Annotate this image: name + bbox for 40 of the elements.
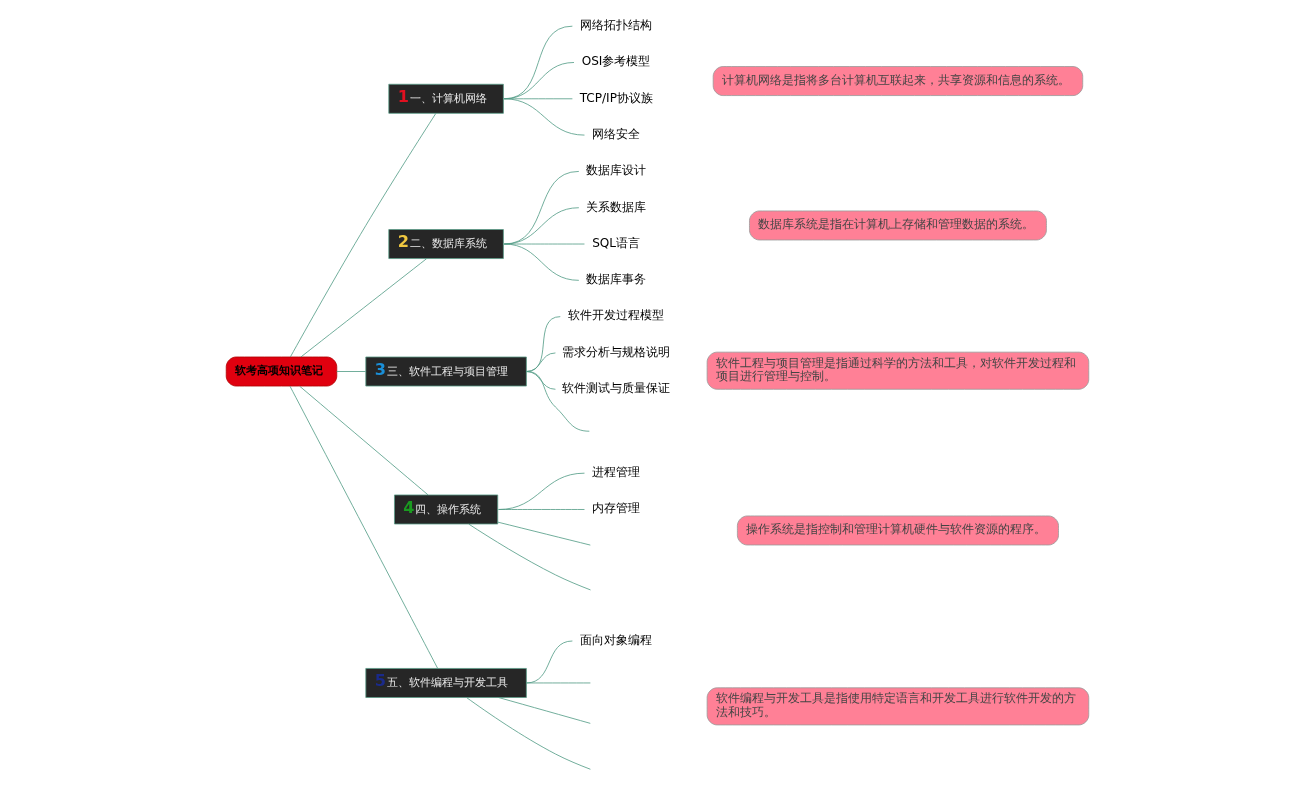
- node-text: 关系数据库: [585, 199, 646, 214]
- connector: [497, 509, 585, 510]
- node-text: 网络拓扑结构: [579, 18, 652, 32]
- node-text: SQL语言: [591, 235, 640, 250]
- node-text: 数据库设计: [585, 163, 646, 178]
- node-box: 操作系统是指控制和管理计算机硬件与软件资源的程序。: [736, 515, 1059, 546]
- node-box: 3三、软件工程与项目管理: [364, 356, 527, 387]
- node-text: TCP/IP协议族: [579, 90, 653, 105]
- node-text: 需求分析与规格说明: [561, 344, 670, 359]
- connector: [465, 697, 591, 770]
- node-box: 软考高项知识笔记: [225, 356, 337, 387]
- node-box: 5五、软件编程与开发工具: [364, 668, 527, 698]
- node-box: 1一、计算机网络: [387, 83, 504, 114]
- node-text: 进程管理: [591, 465, 640, 479]
- node-text: 数据库事务: [585, 272, 646, 287]
- connector: [289, 113, 436, 358]
- node-box: 软件工程与项目管理是指通过科学的方法和工具，对软件开发过程和项目进行管理与控制。: [706, 351, 1089, 390]
- connector: [497, 472, 585, 510]
- node-box: 数据库系统是指在计算机上存储和管理数据的系统。: [748, 210, 1047, 241]
- connector: [525, 371, 590, 432]
- connector: [496, 521, 591, 546]
- node-box: 2二、数据库系统: [387, 229, 504, 259]
- connector: [503, 243, 579, 281]
- node-box: 计算机网络是指将多台计算机互联起来，共享资源和信息的系统。: [712, 66, 1083, 96]
- node-box: 4四、操作系统: [393, 494, 498, 525]
- connector: [503, 98, 585, 136]
- node-text: 软件测试与质量保证: [561, 381, 670, 396]
- connector: [497, 697, 591, 724]
- connector: [467, 523, 591, 591]
- connector: [298, 385, 428, 496]
- node-text: 软件开发过程模型: [567, 308, 664, 323]
- node-text: 网络安全: [591, 126, 640, 141]
- node-box: 软件编程与开发工具是指使用特定语言和开发工具进行软件开发的方法和技巧。: [706, 687, 1089, 726]
- node-text: 内存管理: [591, 501, 640, 516]
- connector: [525, 682, 591, 684]
- node-text: OSI参考模型: [581, 54, 650, 69]
- connector: [335, 371, 366, 372]
- node-text: 面向对象编程: [579, 632, 652, 647]
- connector: [289, 385, 438, 669]
- connector: [300, 258, 427, 358]
